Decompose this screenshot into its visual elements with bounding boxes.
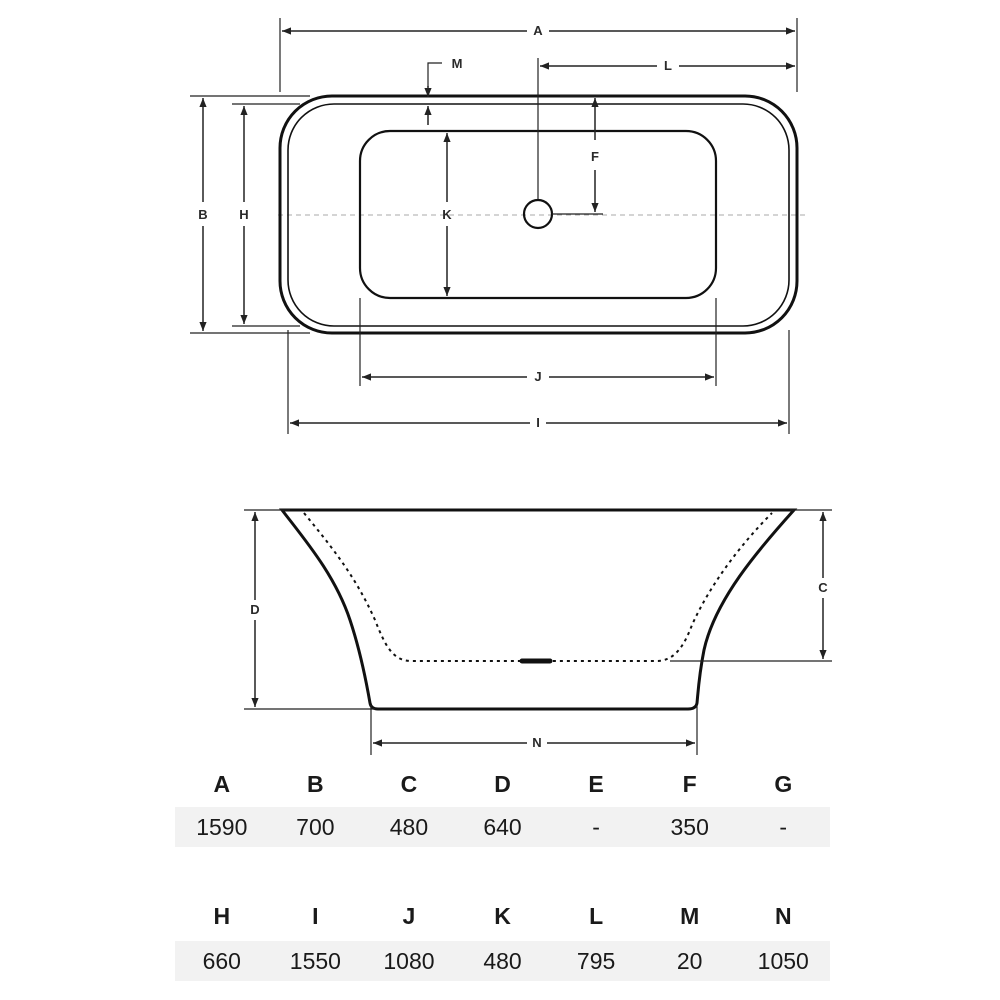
- dim-label-j: J: [534, 369, 541, 384]
- table-header: C: [400, 770, 418, 797]
- dim-label-n: N: [532, 735, 541, 750]
- inner-profile: [303, 512, 773, 662]
- dim-label-d: D: [250, 602, 259, 617]
- table-cell: 1050: [757, 947, 809, 974]
- table-header: D: [494, 770, 511, 797]
- table-header: A: [213, 770, 231, 797]
- dim-label-h: H: [239, 207, 248, 222]
- drain-hole: [522, 198, 554, 230]
- table-header: N: [774, 902, 792, 929]
- table-cell: -: [592, 813, 600, 840]
- table-cell: 20: [676, 947, 703, 974]
- table-header: H: [213, 902, 231, 929]
- table-header: E: [588, 770, 604, 797]
- table-header-row-1: A B C D E F G: [175, 764, 830, 804]
- bathtub-drawing: A L M F B H K: [190, 18, 832, 755]
- table-header: J: [402, 902, 416, 929]
- table-cell: 350: [670, 813, 709, 840]
- dim-label-i: I: [536, 415, 540, 430]
- dim-label-k: K: [442, 207, 452, 222]
- table-header: M: [680, 902, 700, 929]
- table-cell: 1080: [383, 947, 435, 974]
- table-cell: 660: [202, 947, 241, 974]
- table-cell: 480: [389, 813, 429, 840]
- table-header: F: [682, 770, 697, 797]
- table-cell: 480: [483, 947, 522, 974]
- table-cell: 640: [483, 813, 522, 840]
- dim-label-b: B: [198, 207, 207, 222]
- table-header: L: [589, 902, 604, 929]
- table-cell: 700: [296, 813, 335, 840]
- dim-label-m: M: [452, 56, 463, 71]
- table-cell: 1590: [196, 813, 248, 840]
- table-header-row-2: H I J K L M N: [175, 896, 830, 936]
- dim-label-c: C: [818, 580, 828, 595]
- tub-shell: [278, 508, 798, 711]
- dim-label-a: A: [533, 23, 543, 38]
- table-header: B: [307, 770, 324, 797]
- table-header: K: [494, 902, 511, 929]
- table-header: I: [312, 902, 319, 929]
- side-view: D C N: [244, 508, 832, 755]
- table-cell: -: [779, 813, 788, 840]
- table-header: G: [774, 770, 793, 797]
- table-cell: 795: [576, 947, 616, 974]
- dim-label-f: F: [591, 149, 599, 164]
- table-cell: 1550: [289, 947, 341, 974]
- table-value-row-1: 1590 700 480 640 - 350 -: [175, 807, 830, 847]
- dim-label-l: L: [664, 58, 672, 73]
- table-value-row-2: 660 1550 1080 480 795 20 1050: [175, 941, 830, 981]
- plan-view: A L M F B H K: [190, 18, 808, 434]
